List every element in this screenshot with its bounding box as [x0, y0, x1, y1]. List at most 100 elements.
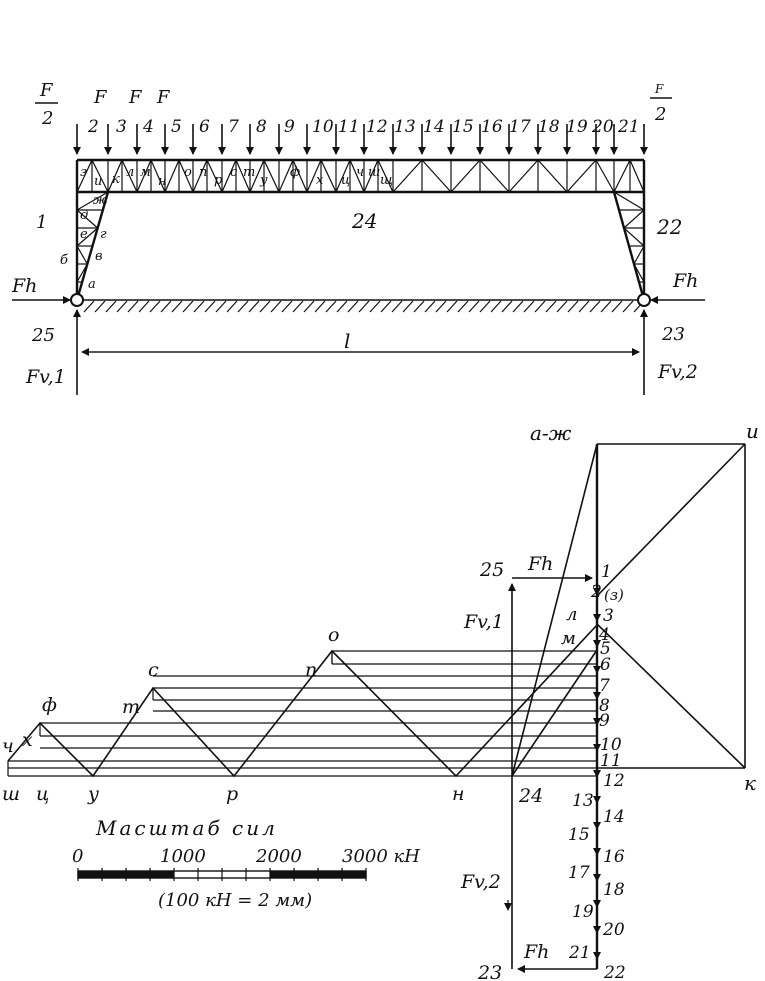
scale-tick-2000: 2000	[255, 846, 302, 867]
truss-diagonal	[278, 159, 294, 193]
hatch-mark	[578, 300, 590, 313]
hatch-mark	[303, 300, 315, 313]
node-label: х	[22, 729, 33, 751]
label-24: 24	[518, 785, 543, 807]
panel-letter: х	[316, 173, 324, 188]
load-line-number: 22	[603, 963, 626, 981]
label-azh: а-ж	[530, 421, 572, 445]
support-left-number: 25	[31, 325, 55, 346]
region-center-label: 24	[351, 209, 377, 233]
truss-right-diagonal	[623, 227, 645, 247]
scale-tick-1000: 1000	[160, 846, 206, 867]
hatch-mark	[501, 300, 513, 313]
panel-letter: о	[184, 165, 192, 180]
label-l: л	[566, 604, 577, 625]
hatch-mark	[237, 300, 249, 313]
scale-bar	[77, 868, 367, 881]
truss-diagonal	[235, 159, 251, 193]
truss-diagonal	[537, 159, 568, 193]
hatch-mark	[171, 300, 183, 313]
panel-letter: п	[199, 165, 207, 180]
load-line-number: 3	[603, 606, 614, 626]
load-number: 20	[591, 117, 614, 137]
hatch-mark	[226, 300, 238, 313]
truss-diagonal	[76, 159, 93, 193]
column-letter: б	[60, 253, 68, 268]
zigzag-web-lines	[7, 624, 598, 778]
load-end-right-den: 2	[654, 104, 666, 125]
truss-diagonal	[107, 159, 123, 193]
hatch-mark	[468, 300, 480, 313]
node-label: о	[328, 624, 339, 646]
node-label: п	[305, 659, 317, 681]
node-label: с	[148, 659, 159, 681]
load-line-number: 2	[590, 582, 602, 602]
load-number: 14	[423, 117, 445, 137]
load-number: 7	[228, 117, 239, 137]
load-number: 17	[509, 117, 531, 137]
hatch-mark	[413, 300, 425, 313]
region-left-label: 1	[36, 212, 47, 233]
label-m: м	[561, 628, 576, 649]
load-label-f-2: F	[128, 87, 143, 108]
truss-diagonal	[377, 159, 394, 193]
left-support-hinge	[70, 293, 84, 307]
fh-left-label: Fh	[11, 275, 37, 297]
load-number: 21	[617, 117, 640, 137]
load-number: 3	[116, 117, 127, 137]
load-end-right-num: F	[654, 82, 664, 96]
scale-tick-3000: 3000 кН	[342, 846, 420, 867]
truss-diagonal	[263, 159, 280, 193]
load-line-number: 14	[603, 807, 625, 827]
node-label: ф	[42, 694, 57, 716]
hatch-mark	[149, 300, 161, 313]
hatch-mark	[622, 300, 634, 313]
panel-letter: щ	[380, 173, 393, 188]
hatch-mark	[424, 300, 436, 313]
load-number: 6	[199, 117, 210, 137]
load-number: 19	[566, 117, 588, 137]
load-line-number: 11	[600, 751, 622, 771]
panel-letter: м	[140, 165, 151, 180]
load-line-number: 10	[600, 735, 622, 755]
hatch-mark	[204, 300, 216, 313]
load-number: 8	[256, 117, 267, 137]
truss-diagonal	[249, 159, 265, 193]
truss-diagonal	[450, 159, 481, 193]
load-number: 10	[312, 117, 334, 137]
label-fv2: Fv,2	[460, 871, 501, 893]
hatch-mark	[446, 300, 458, 313]
truss-diagonal	[421, 159, 452, 193]
label-fh-top: Fh	[527, 553, 553, 575]
truss-left-diagonal	[76, 227, 99, 247]
support-right-number: 23	[661, 324, 685, 345]
truss-diagonal	[150, 159, 166, 193]
load-line-number: 1	[601, 562, 612, 582]
load-number: 15	[452, 117, 474, 137]
truss-diagonal	[221, 159, 237, 193]
hatch-mark	[116, 300, 128, 313]
truss-diagonal	[121, 159, 138, 193]
node-label: н	[452, 783, 465, 805]
panel-letter: с	[230, 165, 238, 180]
panel-letter: ц	[341, 173, 350, 188]
truss-left-diagonal	[76, 191, 109, 211]
hatch-mark	[127, 300, 139, 313]
load-number: 13	[394, 117, 416, 137]
hatch-mark	[545, 300, 557, 313]
hatch-mark	[534, 300, 546, 313]
panel-letter: и	[94, 174, 102, 189]
truss-diagonal	[349, 159, 365, 193]
hatch-mark	[314, 300, 326, 313]
column-letter: е	[80, 227, 88, 242]
scale-title: Масштаб сил	[95, 816, 278, 840]
node-label: у	[87, 783, 99, 805]
scale-tick-0: 0	[72, 846, 83, 867]
truss-right-diagonal	[613, 191, 645, 211]
truss-diagonal	[91, 159, 109, 193]
